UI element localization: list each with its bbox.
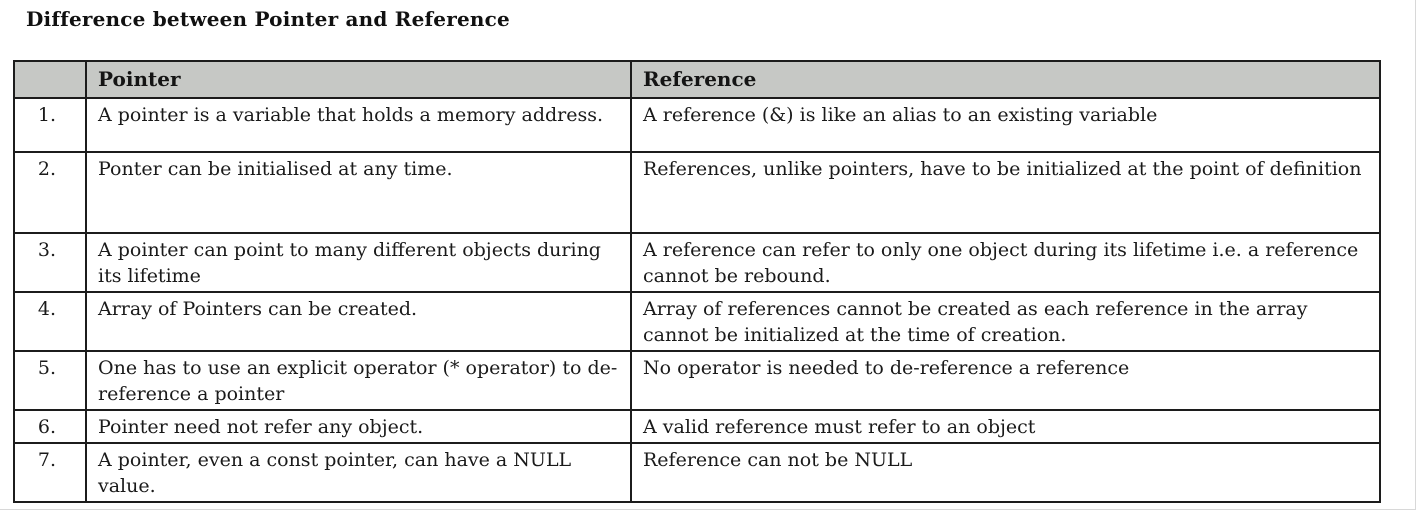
pointer-cell: A pointer can point to many different ob… [85, 232, 632, 293]
row-number-cell: 5. [13, 350, 87, 411]
page-title: Difference between Pointer and Reference [26, 7, 510, 31]
reference-cell: A valid reference must refer to an objec… [630, 409, 1381, 444]
pointer-cell: Ponter can be initialised at any time. [85, 151, 632, 234]
header-cell-number [13, 60, 87, 99]
row-number-cell: 4. [13, 291, 87, 352]
reference-cell: No operator is needed to de-reference a … [630, 350, 1381, 411]
table-row: 5. One has to use an explicit operator (… [13, 350, 1381, 411]
reference-cell: A reference (&) is like an alias to an e… [630, 97, 1381, 153]
table-header: Pointer Reference [13, 60, 1381, 99]
reference-cell: A reference can refer to only one object… [630, 232, 1381, 293]
reference-cell: Reference can not be NULL [630, 442, 1381, 503]
row-number-cell: 3. [13, 232, 87, 293]
table-row: 3. A pointer can point to many different… [13, 232, 1381, 293]
table-body: 1. A pointer is a variable that holds a … [13, 97, 1381, 503]
pointer-cell: A pointer is a variable that holds a mem… [85, 97, 632, 153]
header-cell-reference: Reference [630, 60, 1381, 99]
reference-cell: References, unlike pointers, have to be … [630, 151, 1381, 234]
reference-cell: Array of references cannot be created as… [630, 291, 1381, 352]
table-row: 7. A pointer, even a const pointer, can … [13, 442, 1381, 503]
pointer-cell: One has to use an explicit operator (* o… [85, 350, 632, 411]
table-row: 2. Ponter can be initialised at any time… [13, 151, 1381, 234]
table-row: 1. A pointer is a variable that holds a … [13, 97, 1381, 153]
pointer-cell: A pointer, even a const pointer, can hav… [85, 442, 632, 503]
table-row: 6. Pointer need not refer any object. A … [13, 409, 1381, 444]
row-number-cell: 6. [13, 409, 87, 444]
row-number-cell: 7. [13, 442, 87, 503]
row-number-cell: 2. [13, 151, 87, 234]
pointer-reference-comparison-table: Pointer Reference 1. A pointer is a vari… [13, 60, 1381, 503]
row-number-cell: 1. [13, 97, 87, 153]
pointer-cell: Array of Pointers can be created. [85, 291, 632, 352]
pointer-cell: Pointer need not refer any object. [85, 409, 632, 444]
table-header-row: Pointer Reference [13, 60, 1381, 99]
header-cell-pointer: Pointer [85, 60, 632, 99]
table-row: 4. Array of Pointers can be created. Arr… [13, 291, 1381, 352]
